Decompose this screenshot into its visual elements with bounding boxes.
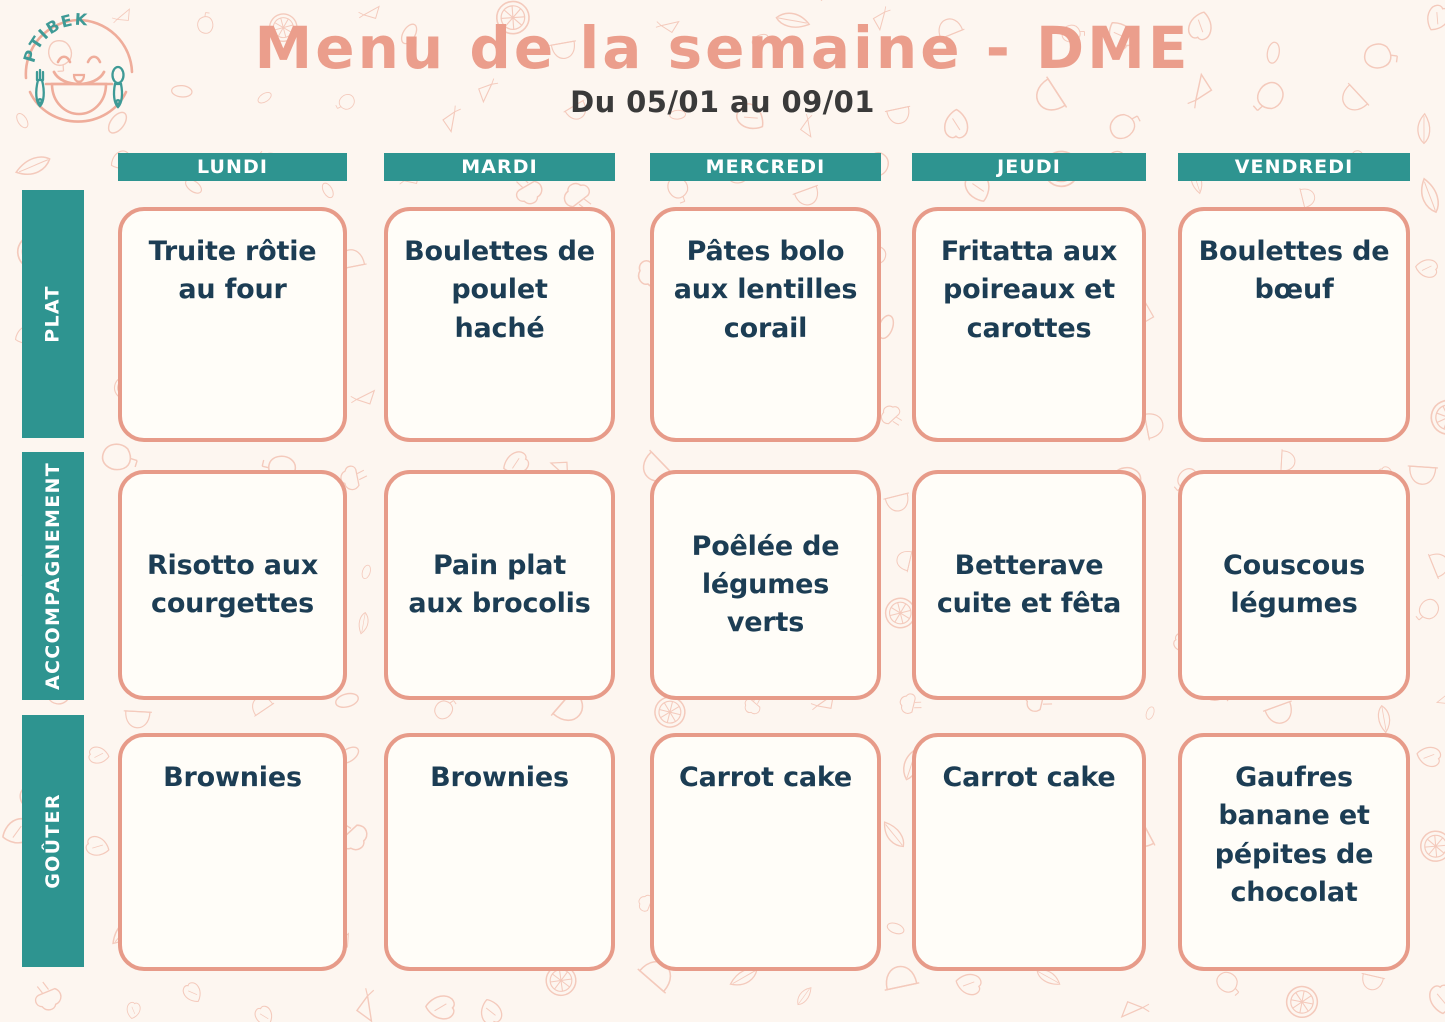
ptibek-logo: PTIBEK [20,10,134,123]
day-header-jeudi: JEUDI [912,153,1146,181]
menu-card[interactable]: Poêlée de légumes verts [650,470,881,700]
menu-card[interactable]: Carrot cake [912,733,1146,971]
row-label-accompagnement: ACCOMPAGNEMENT [22,452,84,700]
menu-item-text: Gaufres banane et pépites de chocolat [1214,762,1374,908]
menu-item-text: Risotto aux courgettes [146,549,319,619]
menu-item-text: Brownies [430,762,569,793]
row-label-goter: GOÛTER [22,715,84,967]
menu-card[interactable]: Pain plat aux brocolis [384,470,615,700]
menu-item-text: Pain plat aux brocolis [408,549,591,619]
day-header-mardi: MARDI [384,153,615,181]
menu-card[interactable]: Brownies [118,733,347,971]
menu-item-text: Carrot cake [942,762,1116,793]
menu-card[interactable]: Truite rôtie au four [118,207,347,442]
row-label-text: GOÛTER [42,793,65,889]
logo-wordmark: PTIBEK [20,10,88,65]
menu-card[interactable]: Boulettes de bœuf [1178,207,1410,442]
day-header-lundi: LUNDI [118,153,347,181]
menu-item-text: Betterave cuite et fêta [936,549,1122,619]
menu-item-text: Fritatta aux poireaux et carottes [940,236,1118,344]
svg-text:PTIBEK: PTIBEK [20,10,90,65]
menu-item-text: Pâtes bolo aux lentilles corail [673,236,858,344]
menu-card[interactable]: Carrot cake [650,733,881,971]
menu-card[interactable]: Couscous légumes [1178,470,1410,700]
day-header-mercredi: MERCREDI [650,153,881,181]
menu-item-text: Carrot cake [678,762,853,793]
menu-card[interactable]: Boulettes de poulet haché [384,207,615,442]
menu-card[interactable]: Pâtes bolo aux lentilles corail [650,207,881,442]
menu-card[interactable]: Gaufres banane et pépites de chocolat [1178,733,1410,971]
row-label-plat: PLAT [22,190,84,438]
menu-item-text: Boulettes de bœuf [1198,236,1390,306]
menu-card[interactable]: Fritatta aux poireaux et carottes [912,207,1146,442]
menu-item-text: Couscous légumes [1223,549,1365,619]
row-label-text: PLAT [42,285,64,343]
menu-item-text: Boulettes de poulet haché [404,236,595,344]
day-header-vendredi: VENDREDI [1178,153,1410,181]
menu-item-text: Poêlée de légumes verts [691,530,840,639]
menu-card[interactable]: Brownies [384,733,615,971]
menu-item-text: Brownies [163,762,302,793]
menu-item-text: Truite rôtie au four [148,236,317,306]
menu-card[interactable]: Betterave cuite et fêta [912,470,1146,700]
row-label-text: ACCOMPAGNEMENT [42,462,64,690]
menu-card[interactable]: Risotto aux courgettes [118,470,347,700]
